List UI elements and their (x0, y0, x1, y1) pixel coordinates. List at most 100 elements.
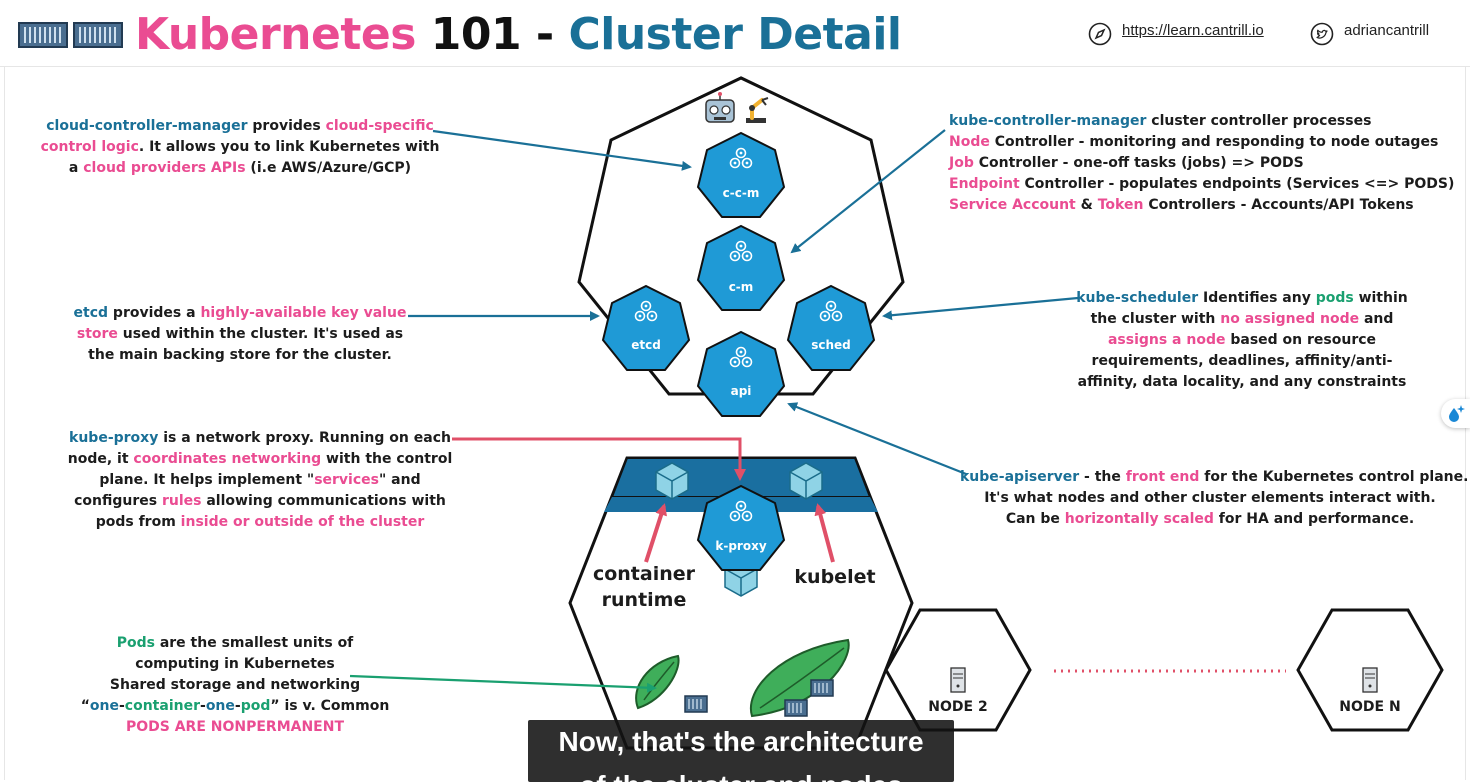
container-runtime-line2: runtime (601, 589, 687, 611)
pods-highlight: pod (240, 698, 271, 714)
sched-text: within (1353, 290, 1408, 306)
kcm-highlight: Endpoint (949, 176, 1020, 192)
pods-text: Shared storage and networking (109, 677, 361, 693)
sched-text: based on resource (1225, 332, 1377, 348)
api-text: for the Kubernetes control plane. (1199, 469, 1469, 485)
kcm-text: & (1075, 197, 1098, 213)
site-link[interactable]: https://learn.cantrill.io (1122, 22, 1264, 39)
arrow-ccm (432, 129, 692, 171)
note-ccm: cloud-controller-manager provides cloud-… (30, 116, 450, 179)
sched-text: affinity, data locality, and any constra… (1077, 374, 1407, 390)
title-cluster-detail: Cluster Detail (568, 9, 902, 60)
note-kcm: kube-controller-manager cluster controll… (949, 111, 1454, 216)
api-label: api (730, 384, 752, 398)
etcd-component (601, 284, 691, 371)
pods-text: - (200, 698, 206, 714)
sched-component (786, 284, 876, 371)
ccm-label: c-c-m (722, 186, 760, 200)
pods-text: - (118, 698, 125, 714)
kcm-highlight: Service Account (949, 197, 1076, 213)
arrow-api (787, 402, 967, 476)
sched-term: kube-scheduler (1076, 290, 1199, 306)
kcm-term: kube-controller-manager (949, 113, 1147, 129)
side-extension-button[interactable] (1441, 399, 1470, 428)
left-border (4, 66, 5, 780)
note-pods: Pods are the smallest units of computing… (60, 633, 410, 738)
kcm-highlight: Job (949, 155, 974, 171)
kproxy-text: pods from (95, 514, 181, 530)
pods-text: “ (80, 698, 90, 714)
server-icon-nodeN (1362, 667, 1378, 693)
ccm-text: a (68, 160, 84, 176)
kproxy-highlight: rules (161, 493, 202, 509)
note-kproxy: kube-proxy is a network proxy. Running o… (40, 428, 480, 533)
pods-text: - (234, 698, 241, 714)
pods-text: ” is v. Common (270, 698, 390, 714)
kproxy-text: " and (379, 472, 421, 488)
top-divider (0, 66, 1470, 67)
ccm-text: (i.e AWS/Azure/GCP) (245, 160, 412, 176)
robot-arm-icon (746, 97, 769, 123)
twitter-icon (1310, 22, 1334, 46)
containers-logo-icon (18, 22, 123, 48)
api-text: It's what nodes and other cluster elemen… (984, 490, 1436, 506)
pods-text: are the smallest units of (154, 635, 354, 651)
pods-text: computing in Kubernetes (135, 656, 335, 672)
kproxy-text: configures (74, 493, 162, 509)
etcd-text: used within the cluster. It's used as (117, 326, 404, 342)
caption-line-2: of the cluster and nodes (528, 764, 954, 782)
arrow-pods (349, 674, 657, 693)
pod-small-icon (635, 654, 708, 713)
etcd-highlight: highly-available key value (200, 305, 407, 321)
kcm-highlight: Node (949, 134, 990, 150)
kproxy-text: node, it (67, 451, 134, 467)
sched-highlight: pods (1315, 290, 1354, 306)
subtitle-caption: Now, that's the architecture of the clus… (528, 720, 954, 782)
sched-highlight: no assigned node (1220, 311, 1360, 327)
api-highlight: front end (1125, 469, 1200, 485)
sched-label: sched (811, 338, 851, 352)
caption-line-1: Now, that's the architecture (558, 726, 924, 757)
ccm-text: . It allows you to link Kubernetes with (138, 139, 440, 155)
kproxy-text: is a network proxy. Running on each (158, 430, 451, 446)
kproxy-highlight: coordinates networking (133, 451, 322, 467)
kcm-text: Controller - monitoring and responding t… (989, 134, 1439, 150)
compass-icon (1088, 22, 1112, 46)
sched-highlight: assigns a node (1107, 332, 1226, 348)
arrow-kubelet (814, 503, 835, 563)
sched-text: and (1359, 311, 1394, 327)
robot-icon (705, 92, 735, 123)
title-kubernetes: Kubernetes (135, 9, 416, 60)
kproxy-text: with the control (321, 451, 453, 467)
kproxy-term: kube-proxy (69, 430, 159, 446)
ccm-highlight: cloud providers APIs (83, 160, 246, 176)
kubelet-label: kubelet (794, 566, 876, 588)
ccm-text: provides (247, 118, 326, 134)
etcd-text: provides a (108, 305, 201, 321)
node2-label: NODE 2 (928, 699, 988, 715)
container-runtime-label: container runtime (584, 561, 704, 613)
kcm-text: cluster controller processes (1146, 113, 1372, 129)
api-text: for HA and performance. (1213, 511, 1415, 527)
kcm-text: Controller - populates endpoints (Servic… (1019, 176, 1455, 192)
note-sched: kube-scheduler Identifies any pods withi… (1052, 288, 1432, 393)
kproxy-highlight: inside or outside of the cluster (180, 514, 425, 530)
note-api: kube-apiserver - the front end for the K… (960, 467, 1468, 530)
api-highlight: horizontally scaled (1064, 511, 1214, 527)
pods-term: Pods (116, 635, 155, 651)
etcd-term: etcd (73, 305, 109, 321)
twitter-handle[interactable]: adriancantrill (1344, 22, 1430, 39)
note-etcd: etcd provides a highly-available key val… (40, 303, 440, 366)
ccm-highlight: cloud-specific (325, 118, 434, 134)
pods-highlight: one (89, 698, 119, 714)
ccm-term: cloud-controller-manager (46, 118, 248, 134)
arrow-kproxy (452, 437, 746, 481)
kproxy-label: k-proxy (715, 539, 767, 553)
etcd-text: the main backing store for the cluster. (88, 347, 392, 363)
arrow-container-runtime (644, 503, 667, 563)
kproxy-component (696, 484, 786, 571)
pods-highlight: one (205, 698, 235, 714)
ccm-highlight: control logic (40, 139, 139, 155)
